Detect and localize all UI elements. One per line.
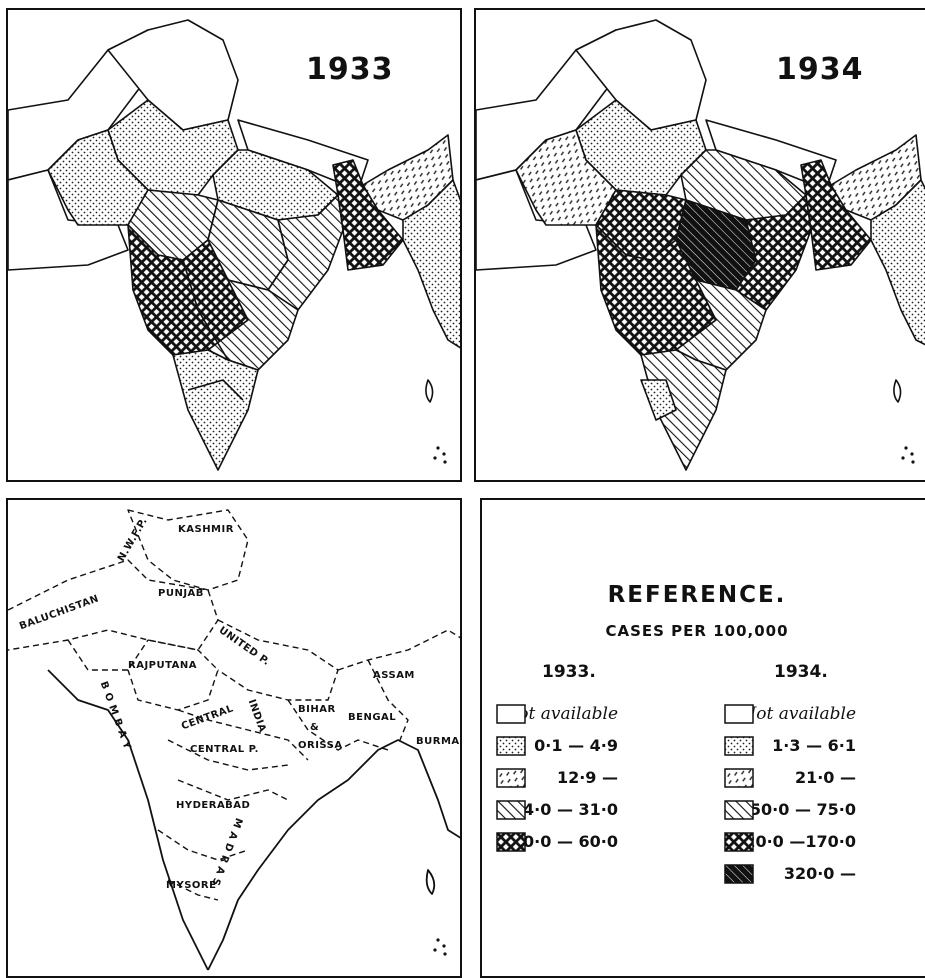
legend-swatch-fill: [496, 736, 526, 756]
ceylon-outline: [425, 869, 436, 895]
coastline-east: [207, 739, 460, 971]
legend-col-1933: 1933.: [542, 662, 596, 682]
legend-swatch-cross: [724, 832, 754, 852]
legend-swatch-fill: [496, 800, 526, 820]
legend-row-1934-3: 50·0 — 75·0: [718, 800, 856, 820]
legend-swatch-fill: [724, 736, 754, 756]
legend-row-1933-4: 50·0 — 60·0: [490, 832, 618, 852]
map-1934-svg: [476, 19, 925, 471]
legend-label: Not available: [741, 704, 856, 724]
label-and: &: [310, 722, 320, 733]
legend-title: REFERENCE.: [607, 582, 787, 608]
legend-row-1934-2: 21·0 —: [718, 768, 856, 788]
legend-row-1934-5: 320·0 —: [718, 864, 856, 884]
legend-swatch-hatch: [496, 800, 526, 820]
legend-row-1933-1: 0·1 — 4·9: [490, 736, 618, 756]
legend-label: Not available: [503, 704, 618, 724]
label-orissa: ORISSA: [298, 740, 343, 751]
label-mysore: MYSORE: [166, 880, 217, 891]
legend-swatch-black: [724, 864, 754, 884]
legend-swatch-fill: [724, 832, 754, 852]
region-burma: [402, 179, 460, 349]
legend-row-1933-3: 24·0 — 31·0: [490, 800, 618, 820]
map-1933-panel: 1933: [6, 8, 462, 482]
label-bengal: BENGAL: [348, 712, 397, 723]
legend-label: 0·1 — 4·9: [534, 736, 618, 755]
region-kashmir: [107, 19, 239, 131]
map-1934-year: 1934: [776, 52, 864, 87]
region-bihar-orissa: [735, 194, 812, 311]
legend-label: 320·0 —: [783, 864, 856, 883]
legend-label: 12·9 —: [556, 768, 618, 787]
legend-label: 120·0 —170·0: [733, 832, 856, 851]
legend-row-1934-0: Not available: [718, 704, 856, 724]
legend-swatch-fill: [724, 704, 754, 724]
label-punjab: PUNJAB: [158, 588, 204, 599]
legend-swatch-dots: [724, 736, 754, 756]
region-kashmir: [575, 19, 707, 131]
legend-swatch-fill: [496, 832, 526, 852]
province-map-svg: [8, 509, 460, 971]
legend-row-1933-2: 12·9 —: [490, 768, 618, 788]
legend-row-1933-0: Not available: [490, 704, 618, 724]
legend-panel: REFERENCE. CASES PER 100,000 1933. 1934.…: [480, 498, 925, 978]
legend-swatch-dots: [496, 736, 526, 756]
legend-subtitle: CASES PER 100,000: [605, 622, 789, 640]
region-bihar-orissa: [267, 194, 344, 311]
legend-swatch-blank: [496, 704, 526, 724]
label-bihar: BIHAR: [298, 704, 336, 715]
legend-row-1934-4: 120·0 —170·0: [718, 832, 856, 852]
legend-swatch-cross: [496, 832, 526, 852]
map-1934-panel: 1934: [474, 8, 925, 482]
legend-swatch-dashes: [496, 768, 526, 788]
legend-label: 50·0 — 75·0: [749, 800, 856, 819]
legend-swatch-fill: [724, 768, 754, 788]
label-rajputana: RAJPUTANA: [128, 660, 198, 671]
label-central-p: CENTRAL P.: [190, 744, 259, 755]
legend-row-1934-1: 1·3 — 6·1: [718, 736, 856, 756]
region-bengal: [800, 159, 872, 271]
region-ceylon: [893, 379, 902, 403]
legend-label: 50·0 — 60·0: [511, 832, 618, 851]
region-madras: [172, 349, 259, 471]
region-ceylon: [425, 379, 434, 403]
province-reference-map-panel: KASHMIR N.W.F.P. BALUCHISTAN PUNJAB RAJP…: [6, 498, 462, 978]
legend-label: 21·0 —: [794, 768, 856, 787]
legend-swatch-dashes: [724, 768, 754, 788]
legend-col-1934: 1934.: [774, 662, 828, 682]
map-1933-svg: [8, 19, 460, 471]
coastline-west: [47, 669, 209, 971]
legend-label: 24·0 — 31·0: [511, 800, 618, 819]
label-assam: ASSAM: [373, 670, 415, 681]
legend-swatch-fill: [496, 704, 526, 724]
legend-swatch-fill: [724, 800, 754, 820]
label-kashmir: KASHMIR: [178, 524, 234, 535]
label-hyderabad: HYDERABAD: [176, 800, 251, 811]
legend-swatch-hatch: [724, 800, 754, 820]
region-bengal: [332, 159, 404, 271]
legend-label: 1·3 — 6·1: [772, 736, 856, 755]
map-1933-year: 1933: [306, 52, 394, 87]
region-mysore: [640, 379, 677, 421]
label-burma: BURMA: [416, 736, 460, 747]
legend-swatch-blank: [724, 704, 754, 724]
legend-swatch-fill: [496, 768, 526, 788]
region-burma: [870, 179, 925, 346]
legend-swatch-fill: [724, 864, 754, 884]
